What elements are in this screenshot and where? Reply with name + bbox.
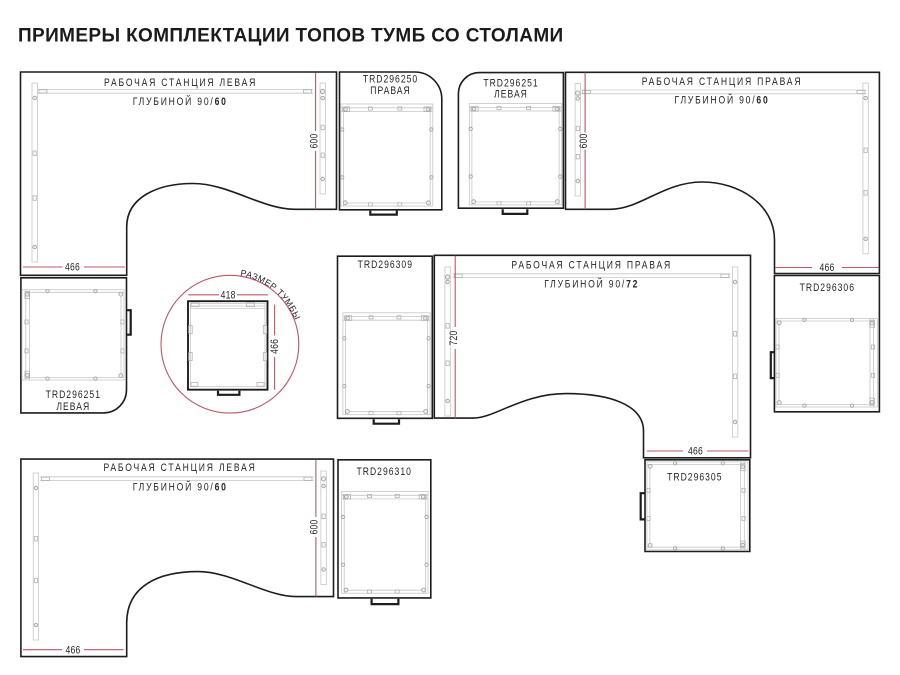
svg-text:TRD296305: TRD296305 — [667, 472, 722, 484]
svg-text:TRD296251: TRD296251 — [46, 389, 101, 401]
svg-text:466: 466 — [269, 339, 281, 354]
svg-text:ЛЕВАЯ: ЛЕВАЯ — [56, 401, 90, 413]
svg-text:ПРАВАЯ: ПРАВАЯ — [370, 85, 410, 97]
svg-text:TRD296310: TRD296310 — [357, 466, 412, 478]
svg-text:ГЛУБИНОЙ 90/60: ГЛУБИНОЙ 90/60 — [674, 93, 769, 106]
svg-text:РАБОЧАЯ СТАНЦИЯ ПРАВАЯ: РАБОЧАЯ СТАНЦИЯ ПРАВАЯ — [511, 259, 672, 271]
svg-text:ГЛУБИНОЙ 90/60: ГЛУБИНОЙ 90/60 — [133, 481, 228, 494]
svg-text:РАБОЧАЯ СТАНЦИЯ ЛЕВАЯ: РАБОЧАЯ СТАНЦИЯ ЛЕВАЯ — [103, 462, 256, 474]
svg-text:466: 466 — [65, 644, 80, 656]
svg-text:ЛЕВАЯ: ЛЕВАЯ — [494, 89, 528, 101]
svg-text:418: 418 — [221, 289, 236, 301]
svg-text:466: 466 — [819, 262, 834, 274]
svg-text:TRD296309: TRD296309 — [358, 259, 413, 271]
svg-text:600: 600 — [578, 133, 590, 148]
svg-text:ПРИМЕРЫ КОМПЛЕКТАЦИИ ТОПОВ ТУМ: ПРИМЕРЫ КОМПЛЕКТАЦИИ ТОПОВ ТУМБ СО СТОЛА… — [18, 26, 564, 47]
svg-text:720: 720 — [448, 330, 460, 345]
svg-text:TRD296306: TRD296306 — [800, 282, 855, 294]
svg-text:600: 600 — [309, 519, 321, 534]
svg-text:ГЛУБИНОЙ 90/72: ГЛУБИНОЙ 90/72 — [544, 277, 639, 290]
svg-text:РАБОЧАЯ СТАНЦИЯ ЛЕВАЯ: РАБОЧАЯ СТАНЦИЯ ЛЕВАЯ — [104, 77, 257, 89]
svg-text:ГЛУБИНОЙ 90/60: ГЛУБИНОЙ 90/60 — [133, 95, 228, 108]
svg-text:466: 466 — [688, 446, 703, 458]
svg-text:600: 600 — [308, 133, 320, 148]
svg-text:РАБОЧАЯ СТАНЦИЯ ПРАВАЯ: РАБОЧАЯ СТАНЦИЯ ПРАВАЯ — [642, 76, 803, 88]
svg-text:TRD296251: TRD296251 — [483, 78, 538, 90]
svg-text:TRD296250: TRD296250 — [363, 73, 418, 85]
svg-text:466: 466 — [65, 262, 80, 274]
